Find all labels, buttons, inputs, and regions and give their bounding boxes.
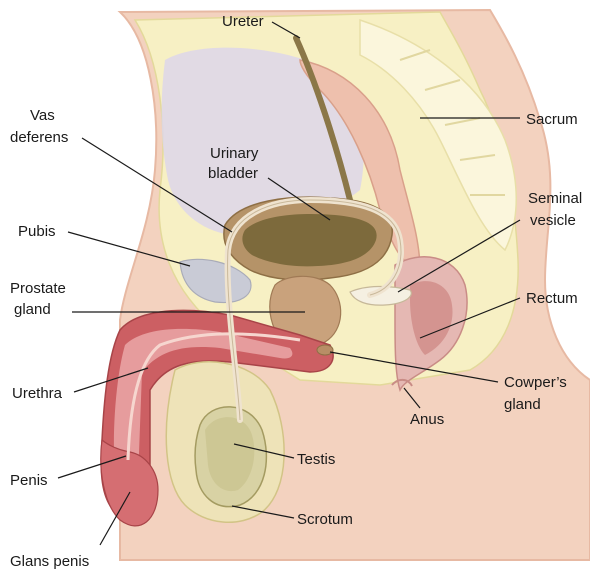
label-rectum: Rectum [526, 290, 578, 307]
label-vas-deferens-line1: Vas [30, 107, 55, 124]
label-urethra: Urethra [12, 385, 63, 402]
label-anus: Anus [410, 411, 444, 428]
label-vas-deferens-line2: deferens [10, 129, 68, 146]
bladder-lumen [242, 214, 376, 266]
label-prostate-line1: Prostate [10, 280, 66, 297]
label-prostate-line2: gland [14, 301, 51, 318]
label-urinary-bladder-line2: bladder [208, 165, 258, 182]
cowpers-gland [317, 345, 333, 355]
label-cowpers-line2: gland [504, 396, 541, 413]
label-urinary-bladder-line1: Urinary [210, 145, 259, 162]
label-seminal-vesicle-line1: Seminal [528, 190, 582, 207]
label-penis: Penis [10, 472, 48, 489]
label-cowpers-line1: Cowper’s [504, 374, 567, 391]
label-testis: Testis [297, 451, 335, 468]
label-glans-penis: Glans penis [10, 553, 89, 570]
label-scrotum: Scrotum [297, 511, 353, 528]
label-pubis: Pubis [18, 223, 56, 240]
label-ureter: Ureter [222, 13, 264, 30]
label-sacrum: Sacrum [526, 111, 578, 128]
label-seminal-vesicle-line2: vesicle [530, 212, 576, 229]
